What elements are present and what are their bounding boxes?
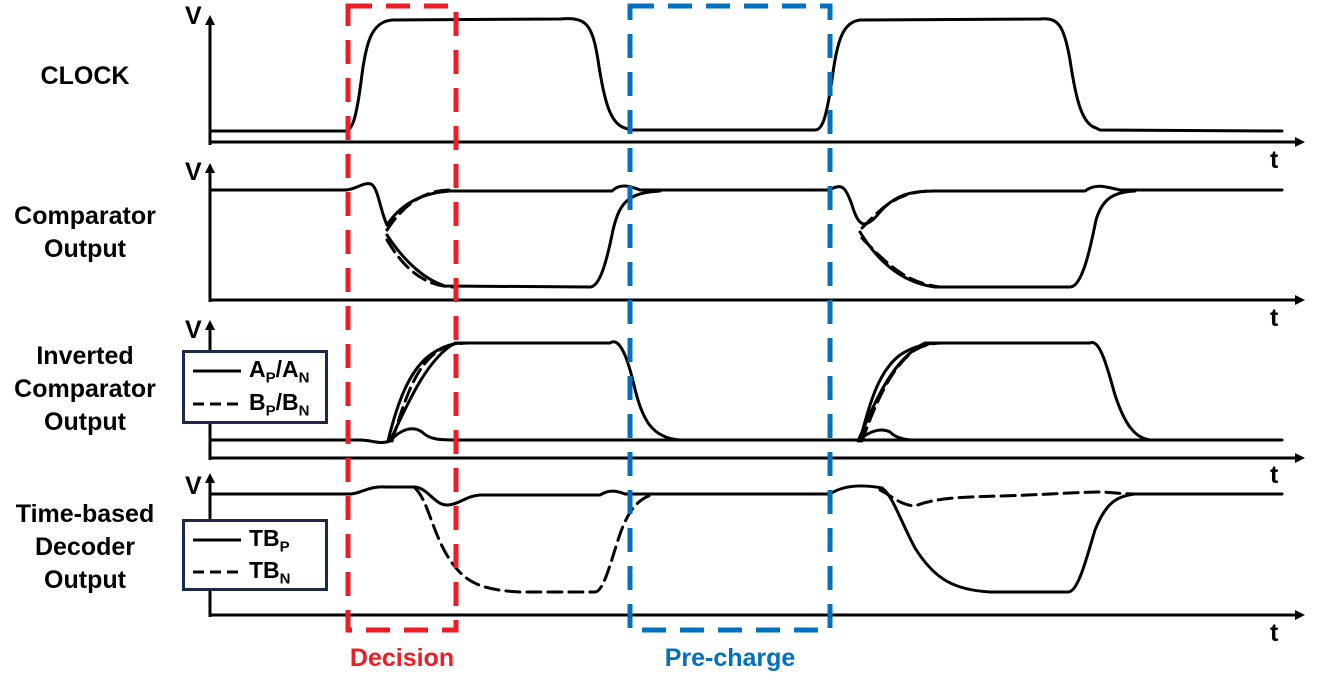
legend-item-tbp: TBP [191,525,290,555]
legend-item-ap-an: AP/AN [191,356,310,386]
row-label-line: Output [44,566,126,594]
clock-t-label: t [1270,146,1279,174]
clock-waveform [210,17,1284,133]
legend-text: TBP [249,524,290,556]
inverted-solid-rise-2b [858,341,937,443]
row-label-comparator: Comparator Output [0,200,170,266]
comparator-solid-low-2 [858,189,1137,289]
legend-item-tbn: TBN [191,557,291,587]
inverted-solid-rise [388,340,682,443]
comp-v-label: V [185,158,202,186]
legend-text: BP/BN [249,388,310,420]
inv-v-label: V [185,316,202,344]
solid-line-icon [193,369,241,373]
row-label-decoder: Time-based Decoder Output [0,498,170,597]
inverted-dashed-rise [390,341,472,443]
solid-line-icon [193,538,241,542]
decision-label: Decision [349,644,455,672]
comparator-solid-low [385,189,662,289]
comp-t-label: t [1270,304,1279,332]
inverted-solid-rise-b [386,341,462,443]
clock-v-label: V [185,2,202,30]
row-label-clock: CLOCK [0,60,170,93]
inverted-dashed-rise-2 [860,341,947,443]
comparator-dashed-high [385,188,452,232]
legend-text: AP/AN [249,355,310,387]
row-label-line: Time-based [15,500,155,528]
comparator-dashed-high-2 [860,189,932,230]
row-label-line: Comparator [14,202,156,230]
precharge-label: Pre-charge [664,644,796,672]
tbp-waveform [210,484,1284,594]
inverted-solid-rise-2 [856,341,1152,443]
comparator-dashed-low-2 [860,236,942,289]
row-label-line: Output [44,408,126,436]
row-label-line: CLOCK [40,62,130,90]
legend-decoder: TBP TBN [182,519,328,591]
precharge-box [627,3,833,633]
tbn-waveform [413,486,1137,594]
axes [205,15,1305,620]
legend-inverted: AP/AN BP/BN [182,350,328,424]
inv-t-label: t [1270,461,1279,489]
row-label-line: Comparator [14,375,156,403]
row-label-line: Output [44,235,126,263]
comparator-solid-high [385,184,1284,227]
dashed-line-icon [193,570,241,574]
tb-t-label: t [1270,619,1279,647]
legend-item-bp-bn: BP/BN [191,389,310,419]
dashed-line-icon [193,402,241,406]
row-label-line: Decoder [34,533,136,561]
decision-box [345,3,459,633]
tb-v-label: V [185,472,202,500]
inverted-baseline [210,427,1284,445]
legend-text: TBN [249,556,291,588]
comparator-dashed-low [385,238,457,289]
inverted-bump-2 [856,428,917,443]
row-label-line: Inverted [36,342,134,370]
comparator-baseline [210,182,389,227]
row-label-inverted: Inverted Comparator Output [0,340,170,439]
